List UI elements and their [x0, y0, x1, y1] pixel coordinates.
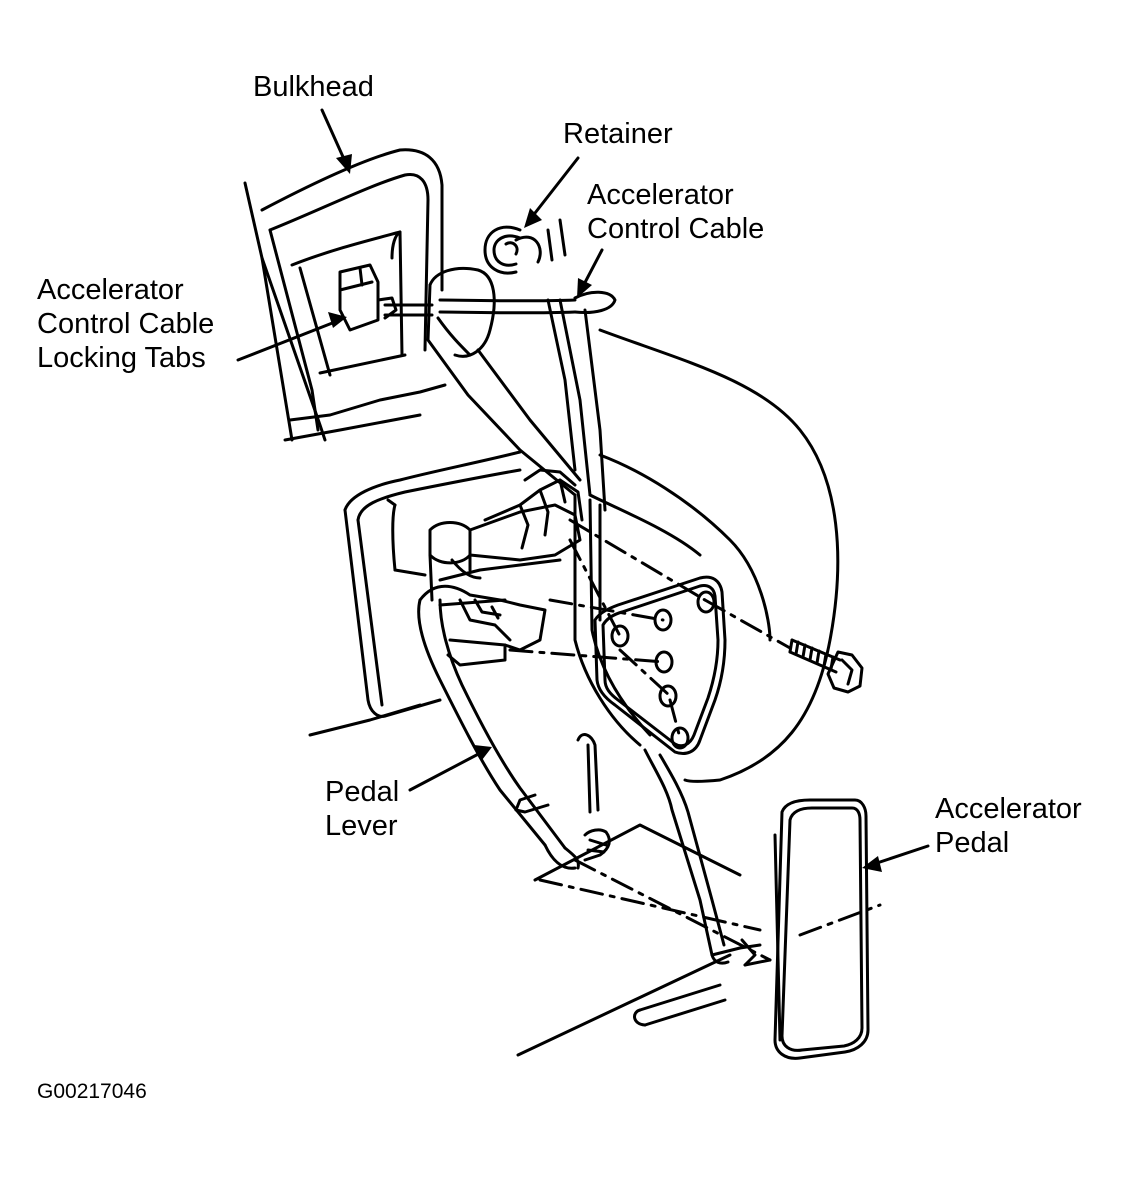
- label-retainer: Retainer: [563, 117, 673, 151]
- retainer-leader: [526, 156, 580, 224]
- leader-arrowheads: [328, 154, 882, 872]
- label-pedal-line-1: Accelerator: [935, 793, 1082, 825]
- bolt: [788, 638, 864, 694]
- bulkhead-panel: [243, 148, 447, 442]
- pivot-assembly: [428, 468, 584, 602]
- cable-arrowhead: [577, 278, 592, 298]
- label-retainer-text: Retainer: [563, 118, 673, 150]
- floor-lines: [516, 823, 772, 1057]
- label-accelerator-pedal: Accelerator Pedal: [935, 792, 1082, 860]
- figure-id: G00217046: [37, 1080, 147, 1103]
- assembly-dashed-lines: [508, 518, 882, 962]
- pedal-arrowhead: [862, 856, 882, 872]
- locking-tabs-leader: [236, 318, 342, 362]
- label-tabs-line-1: Accelerator: [37, 274, 184, 306]
- upper-lever-arm: [426, 266, 607, 512]
- label-pedal-lever: Pedal Lever: [325, 775, 399, 843]
- label-locking-tabs: Accelerator Control Cable Locking Tabs: [37, 273, 214, 375]
- lower-pedal-arm: [573, 493, 742, 965]
- accelerator-control-cable: [438, 218, 617, 315]
- label-accelerator-control-cable: Accelerator Control Cable: [587, 178, 764, 246]
- accelerator-pedal-pad: [773, 798, 870, 1060]
- label-tabs-line-2: Control Cable: [37, 308, 215, 340]
- support-frame: [308, 450, 522, 737]
- pedal-lever-arrowhead: [474, 745, 492, 760]
- label-cable-line-1: Accelerator: [587, 179, 734, 211]
- label-pedal-line-2: Pedal: [935, 827, 1010, 859]
- cable-locking-tabs: [338, 263, 434, 332]
- bulkhead-arrowhead: [336, 154, 352, 174]
- label-bulkhead-text: Bulkhead: [253, 71, 374, 103]
- pedal-lever-leader: [408, 748, 488, 792]
- leader-lines: [236, 108, 930, 868]
- retainer-clip: [483, 225, 542, 275]
- label-tabs-line-3: Locking Tabs: [37, 342, 206, 374]
- label-bulkhead: Bulkhead: [253, 70, 374, 104]
- mounting-plate: [593, 575, 727, 755]
- label-lever-line-2: Lever: [325, 810, 398, 842]
- pedal-lever: [417, 584, 611, 870]
- locking-tabs-arrowhead: [328, 312, 347, 328]
- label-cable-line-2: Control Cable: [587, 213, 765, 245]
- retainer-arrowhead: [524, 208, 542, 228]
- pedal-bracket-housing: [588, 328, 840, 783]
- label-lever-line-1: Pedal: [325, 776, 400, 808]
